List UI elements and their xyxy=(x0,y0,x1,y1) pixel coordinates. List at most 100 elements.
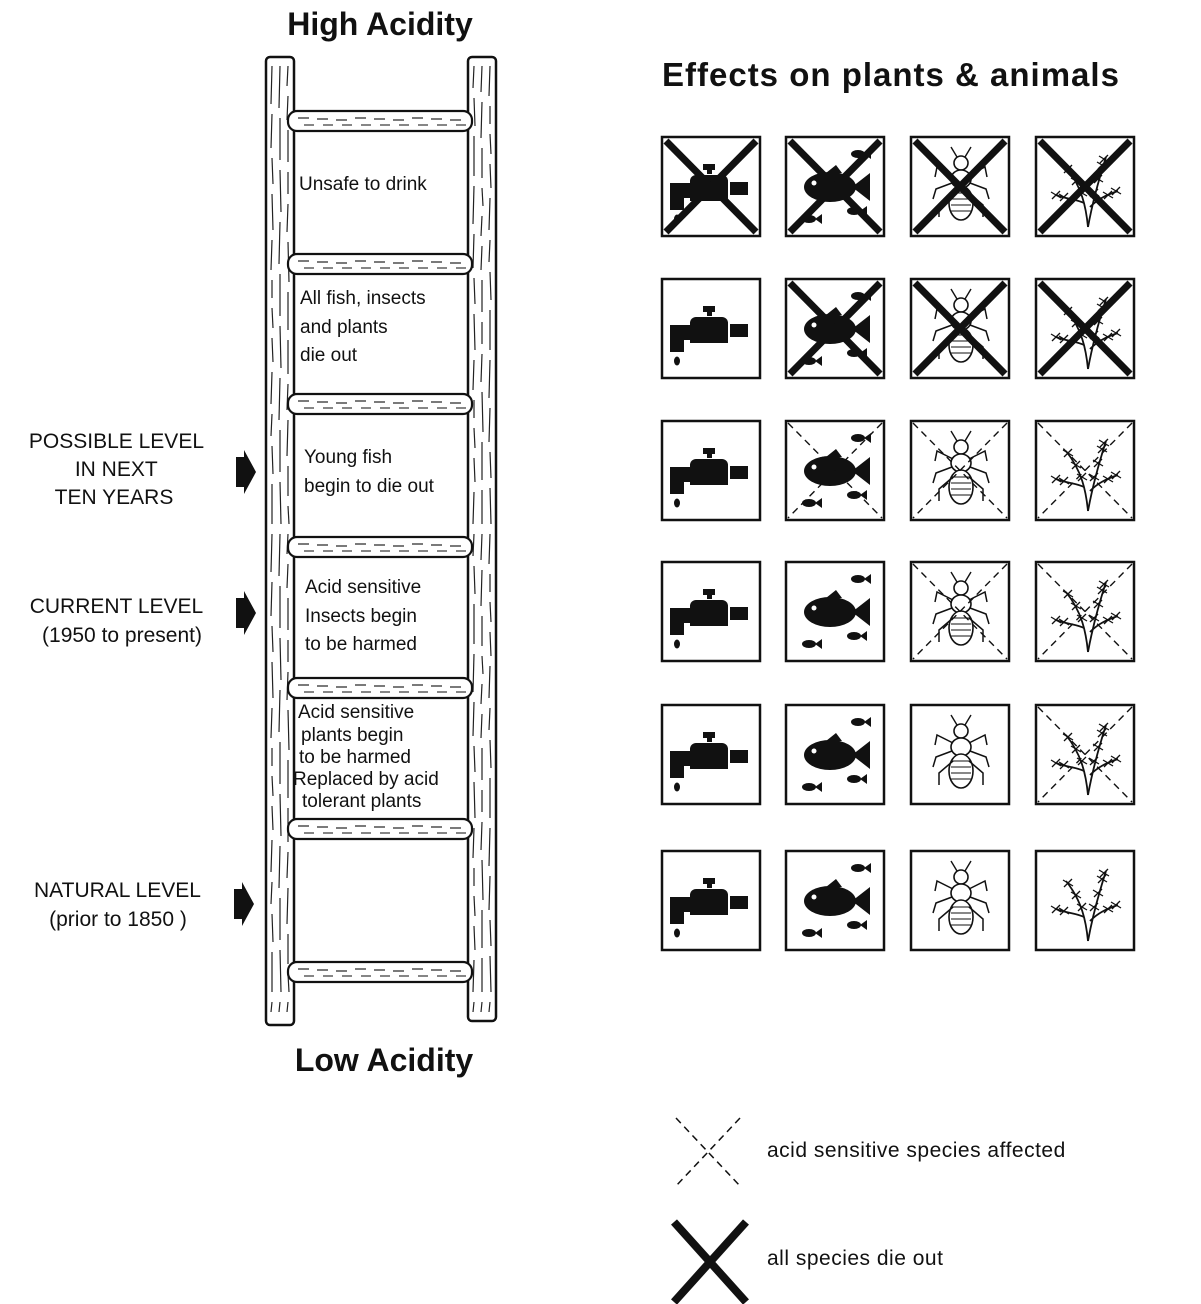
wood-grain-stroke xyxy=(488,707,491,731)
small-fish xyxy=(802,783,816,791)
small-fish xyxy=(802,499,816,507)
plant-leaf xyxy=(1077,902,1087,912)
plant-leaf xyxy=(1111,328,1121,338)
legend-solid-cross-icon xyxy=(671,1219,749,1304)
big-fish-fin xyxy=(826,590,842,598)
plant-leaf xyxy=(1103,190,1113,200)
wood-grain-stroke xyxy=(278,377,281,421)
plant-cell xyxy=(1034,849,1136,952)
wood-grain-stroke xyxy=(472,359,475,391)
small-fish xyxy=(851,575,865,583)
insect-antenna xyxy=(964,146,972,158)
wood-grain-stroke xyxy=(480,683,483,705)
wood-grain-stroke xyxy=(489,955,492,993)
small-fish-tail xyxy=(815,356,822,366)
big-fish-tail xyxy=(852,887,870,915)
insect-leg xyxy=(932,466,953,484)
arrow-right-icon xyxy=(236,591,256,635)
wood-grain-stroke xyxy=(472,65,475,89)
fish-icon xyxy=(802,863,871,938)
level-text-insects: Acid sensitive Insects begin to be harme… xyxy=(305,577,426,655)
wood-grain-stroke xyxy=(472,533,475,557)
big-fish-body xyxy=(804,740,856,770)
low-acidity-label: Low Acidity xyxy=(295,1042,474,1078)
cross-stroke xyxy=(1037,138,1133,235)
insect-antenna xyxy=(950,430,958,442)
wood-grain-stroke xyxy=(270,839,273,873)
wood-grain-stroke xyxy=(489,919,492,947)
tap-stem xyxy=(707,736,712,742)
big-fish-fin xyxy=(826,165,842,173)
plant-leaf xyxy=(1093,174,1103,184)
wood-grain-stroke xyxy=(473,313,476,351)
level-line: Unsafe to drink xyxy=(299,174,427,195)
small-fish-tail xyxy=(815,498,822,508)
wood-grain-stroke xyxy=(270,707,273,739)
insect-leg xyxy=(968,476,984,501)
insect-leg xyxy=(934,733,954,746)
plant-leaf xyxy=(1103,615,1113,625)
tap-icon xyxy=(670,878,748,938)
tap-stem xyxy=(707,168,712,174)
level-text-all-die: All fish, insects and plants die out xyxy=(300,288,431,366)
big-fish-tail xyxy=(852,315,870,343)
fish-eye xyxy=(811,180,817,186)
plant-leaf xyxy=(1071,744,1081,754)
dashed-cross-icon xyxy=(1037,422,1133,519)
tap-cell xyxy=(660,849,762,952)
fish-cell xyxy=(784,560,886,663)
tap-body xyxy=(690,743,728,769)
insect-antenna xyxy=(964,430,972,442)
tap-body xyxy=(690,600,728,626)
tap-spout xyxy=(670,608,696,635)
marker-current-level: CURRENT LEVEL (1950 to present) xyxy=(30,595,209,647)
wood-grain-stroke xyxy=(489,271,492,301)
tap-pipe xyxy=(730,750,748,763)
insect-head xyxy=(953,580,969,596)
plant-leaf xyxy=(1077,756,1087,766)
tap-handle xyxy=(703,306,715,312)
insect-leg xyxy=(968,617,984,642)
wood-grain-stroke xyxy=(270,413,273,437)
plant-leaf xyxy=(1093,599,1103,609)
insect-head xyxy=(953,155,969,171)
wood-grain-stroke xyxy=(270,881,273,905)
plant-leaf xyxy=(1111,900,1121,910)
wood-grain-stroke xyxy=(286,203,289,233)
wood-grain-stroke xyxy=(286,851,289,879)
wood-grain-stroke xyxy=(287,505,290,525)
solid-cross-icon xyxy=(912,138,1008,235)
tap-cell xyxy=(660,277,762,380)
cross-stroke xyxy=(912,422,1008,519)
wood-grain-stroke xyxy=(481,859,484,901)
plant-leaf xyxy=(1099,868,1109,878)
cross-stroke xyxy=(912,563,1008,660)
small-fish-tail xyxy=(815,928,822,938)
plant-leaf xyxy=(1059,334,1069,344)
ladder-rung xyxy=(286,252,474,276)
plant-leaf xyxy=(1097,444,1107,454)
plant-leaf xyxy=(1077,472,1087,482)
plant-leaf xyxy=(1097,728,1107,738)
solid-cross-icon xyxy=(912,280,1008,377)
wood-grain-stroke xyxy=(270,113,273,149)
ladder-rung xyxy=(286,535,474,559)
ladder-rung xyxy=(286,676,474,700)
plant-leaf xyxy=(1103,474,1113,484)
insect-leg xyxy=(938,760,954,785)
legend: acid sensitive species affected all spec… xyxy=(671,1117,1065,1304)
plant-leaf xyxy=(1099,154,1109,164)
ladder-rung xyxy=(286,109,474,133)
marker-line: (1950 to present) xyxy=(42,624,202,647)
wood-grain-stroke xyxy=(472,185,475,225)
insect-leg xyxy=(932,607,953,625)
insect-icon xyxy=(932,714,990,789)
plant-stem xyxy=(1065,591,1089,653)
plant-leaf xyxy=(1089,756,1099,766)
plant-cell xyxy=(1034,419,1136,522)
plant-leaf xyxy=(1051,332,1061,342)
wood-grain xyxy=(270,65,492,1013)
fish-eye xyxy=(811,464,817,470)
rung-bar xyxy=(286,392,474,416)
rung-bar xyxy=(286,960,474,984)
